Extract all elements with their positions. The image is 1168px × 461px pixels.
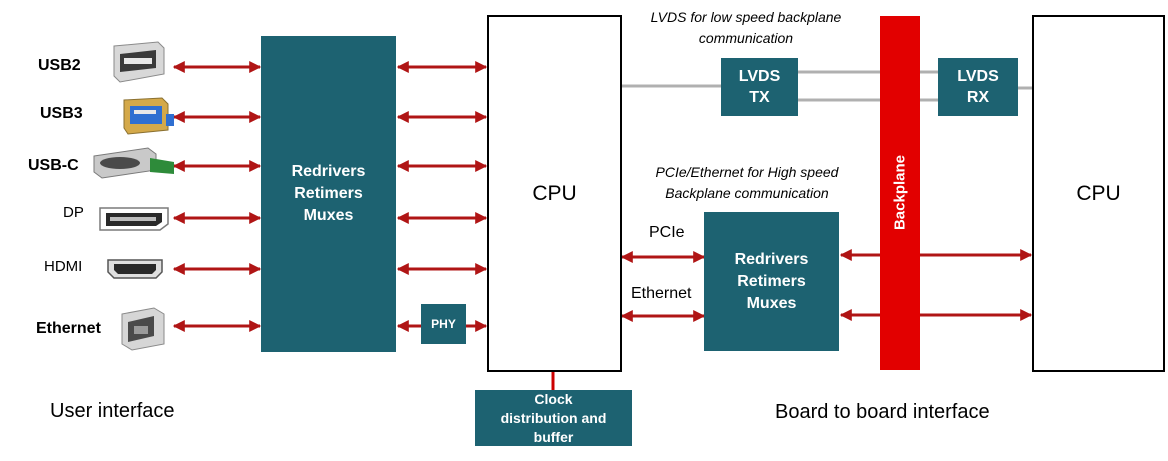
phy-label: PHY xyxy=(431,317,456,331)
block-line: distribution and xyxy=(500,409,607,426)
cpu-left-label: CPU xyxy=(532,181,577,205)
block-line: Redrivers xyxy=(734,250,809,268)
connector-label-dp: DP xyxy=(63,204,84,221)
block-line: Clock xyxy=(534,390,573,407)
pcie-label: PCIe xyxy=(649,224,685,241)
usb3-port-icon xyxy=(123,97,174,135)
caption-line: Backplane communication xyxy=(665,185,829,201)
ethernet-b2b-label: Ethernet xyxy=(631,285,692,302)
block-line: Muxes xyxy=(746,294,797,312)
connector-label-usb-c: USB-C xyxy=(28,157,79,174)
usb-c-port-icon xyxy=(93,147,174,179)
block-line: LVDS xyxy=(957,68,999,85)
backplane-label: Backplane xyxy=(891,154,909,231)
rj45-port-icon xyxy=(121,307,165,351)
b2b-redriver-retimer-mux-block: Redrivers Retimers Muxes xyxy=(704,212,839,351)
lvds-rx-block: LVDS RX xyxy=(938,58,1018,116)
hdmi-port-icon xyxy=(107,259,163,279)
usb2-port-icon xyxy=(113,41,165,83)
ui-redriver-retimer-mux-block: Redrivers Retimers Muxes xyxy=(261,36,396,352)
connector-label-ethernet: Ethernet xyxy=(36,320,101,337)
connector-label-usb2: USB2 xyxy=(38,57,81,74)
cpu-left: CPU xyxy=(487,15,622,372)
user-interface-footer: User interface xyxy=(50,400,175,422)
block-line: Muxes xyxy=(303,207,354,224)
block-line: buffer xyxy=(533,428,574,445)
lvds-tx-block: LVDS TX xyxy=(721,58,798,116)
block-line: RX xyxy=(966,89,990,106)
displayport-icon xyxy=(99,207,169,231)
cpu-right-label: CPU xyxy=(1076,181,1121,205)
block-line: Retimers xyxy=(737,272,806,290)
high-speed-caption: PCIe/Ethernet for High speed Backplane c… xyxy=(622,162,872,204)
phy-block: PHY xyxy=(421,304,466,344)
block-line: LVDS xyxy=(738,68,781,85)
caption-line: PCIe/Ethernet for High speed xyxy=(655,164,839,180)
clock-distribution-block: Clock distribution and buffer xyxy=(475,390,632,446)
backplane xyxy=(880,16,920,370)
lvds-caption: LVDS for low speed backplane communicati… xyxy=(618,7,874,49)
board-to-board-footer: Board to board interface xyxy=(775,401,990,423)
caption-line: communication xyxy=(698,30,794,46)
connector-label-usb3: USB3 xyxy=(40,105,83,122)
block-line: Redrivers xyxy=(291,163,366,180)
block-line: Retimers xyxy=(294,185,363,202)
caption-line: LVDS for low speed backplane xyxy=(650,9,842,25)
cpu-right: CPU xyxy=(1032,15,1165,372)
block-line: TX xyxy=(749,89,770,106)
connector-label-hdmi: HDMI xyxy=(44,258,83,275)
